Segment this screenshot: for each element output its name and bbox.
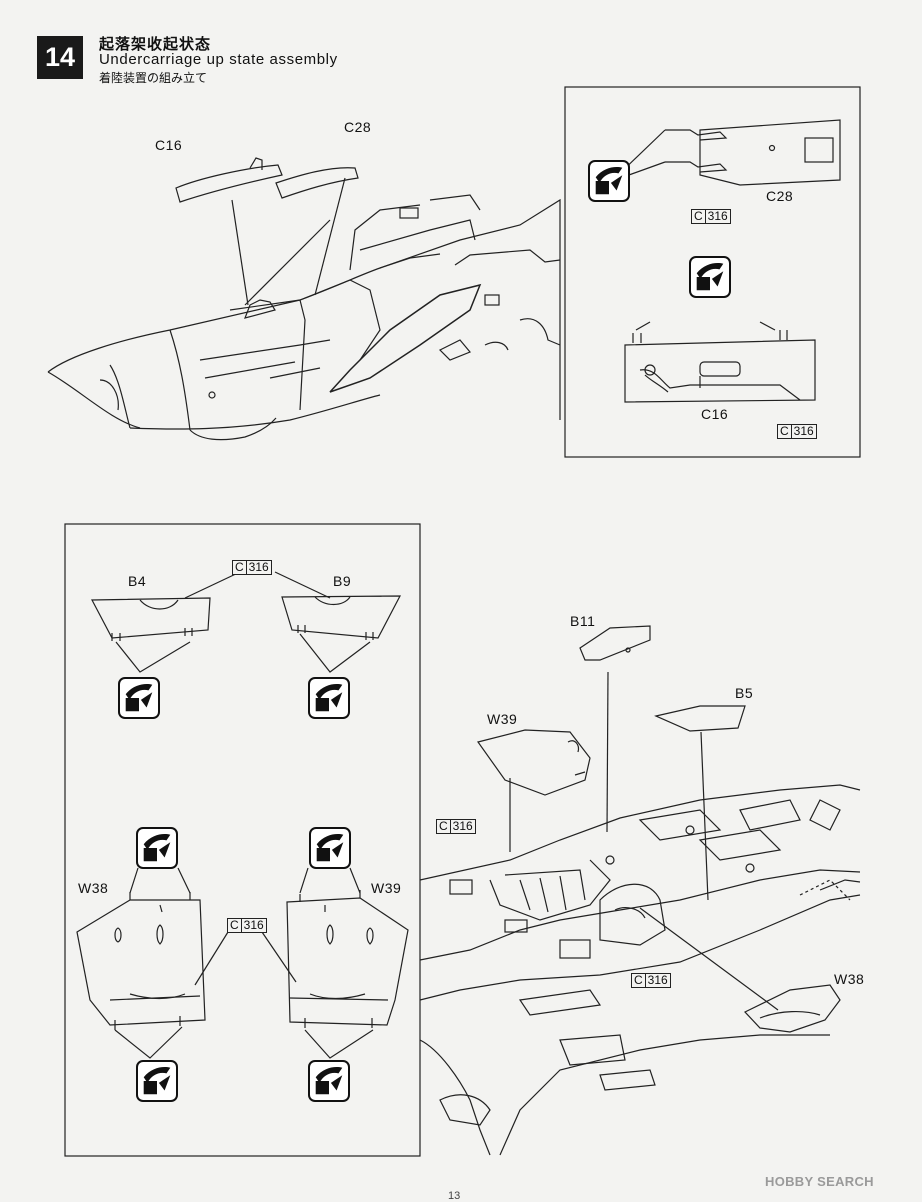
part-label-c16: C16 (155, 137, 183, 153)
detail-frame-top (564, 86, 861, 458)
part-label-c28: C28 (344, 119, 372, 135)
cement-glue-icon (308, 1060, 350, 1102)
cement-glue-icon (689, 256, 731, 298)
step-number-badge: 14 (37, 36, 83, 79)
cement-glue-icon (118, 677, 160, 719)
part-label-w38-left: W38 (78, 880, 109, 896)
part-b11-drawing (579, 625, 651, 661)
aft-fuselage-drawing (419, 784, 861, 1156)
step-title-japanese: 着陸装置の組み立て (99, 71, 208, 85)
part-w39-drawing-main (477, 729, 591, 796)
part-label-c28-detail: C28 (766, 188, 794, 204)
part-b4-drawing (91, 597, 211, 641)
part-label-b5: B5 (735, 685, 754, 701)
part-c28-drawing (275, 167, 359, 199)
part-w38-drawing-main (744, 984, 841, 1033)
part-label-b9: B9 (333, 573, 352, 589)
part-w38-drawing (76, 892, 206, 1030)
part-label-b4: B4 (128, 573, 147, 589)
cement-glue-icon (136, 1060, 178, 1102)
cement-glue-icon (308, 677, 350, 719)
part-label-w38: W38 (834, 971, 865, 987)
part-label-w39: W39 (487, 711, 518, 727)
part-c28-detail-drawing (665, 119, 841, 186)
part-c16-drawing (175, 157, 283, 203)
part-b5-drawing (654, 705, 746, 732)
detail-frame-bottom (64, 523, 421, 1157)
part-c16-detail-drawing (624, 330, 816, 403)
part-w39-drawing-left-frame (286, 890, 409, 1028)
part-label-w39-left: W39 (371, 880, 402, 896)
cement-glue-icon (136, 827, 178, 869)
part-b9-drawing (281, 595, 401, 640)
part-label-b11: B11 (570, 613, 596, 629)
step-title-chinese: 起落架收起状态 (99, 35, 212, 53)
part-label-c16-detail: C16 (701, 406, 729, 422)
step-title-english: Undercarriage up state assembly (99, 51, 338, 68)
cement-glue-icon (588, 160, 630, 202)
hobby-search-watermark: HOBBY SEARCH (765, 1174, 874, 1189)
page-number: 13 (448, 1190, 461, 1202)
forward-fuselage-drawing (47, 194, 561, 441)
cement-glue-icon (309, 827, 351, 869)
